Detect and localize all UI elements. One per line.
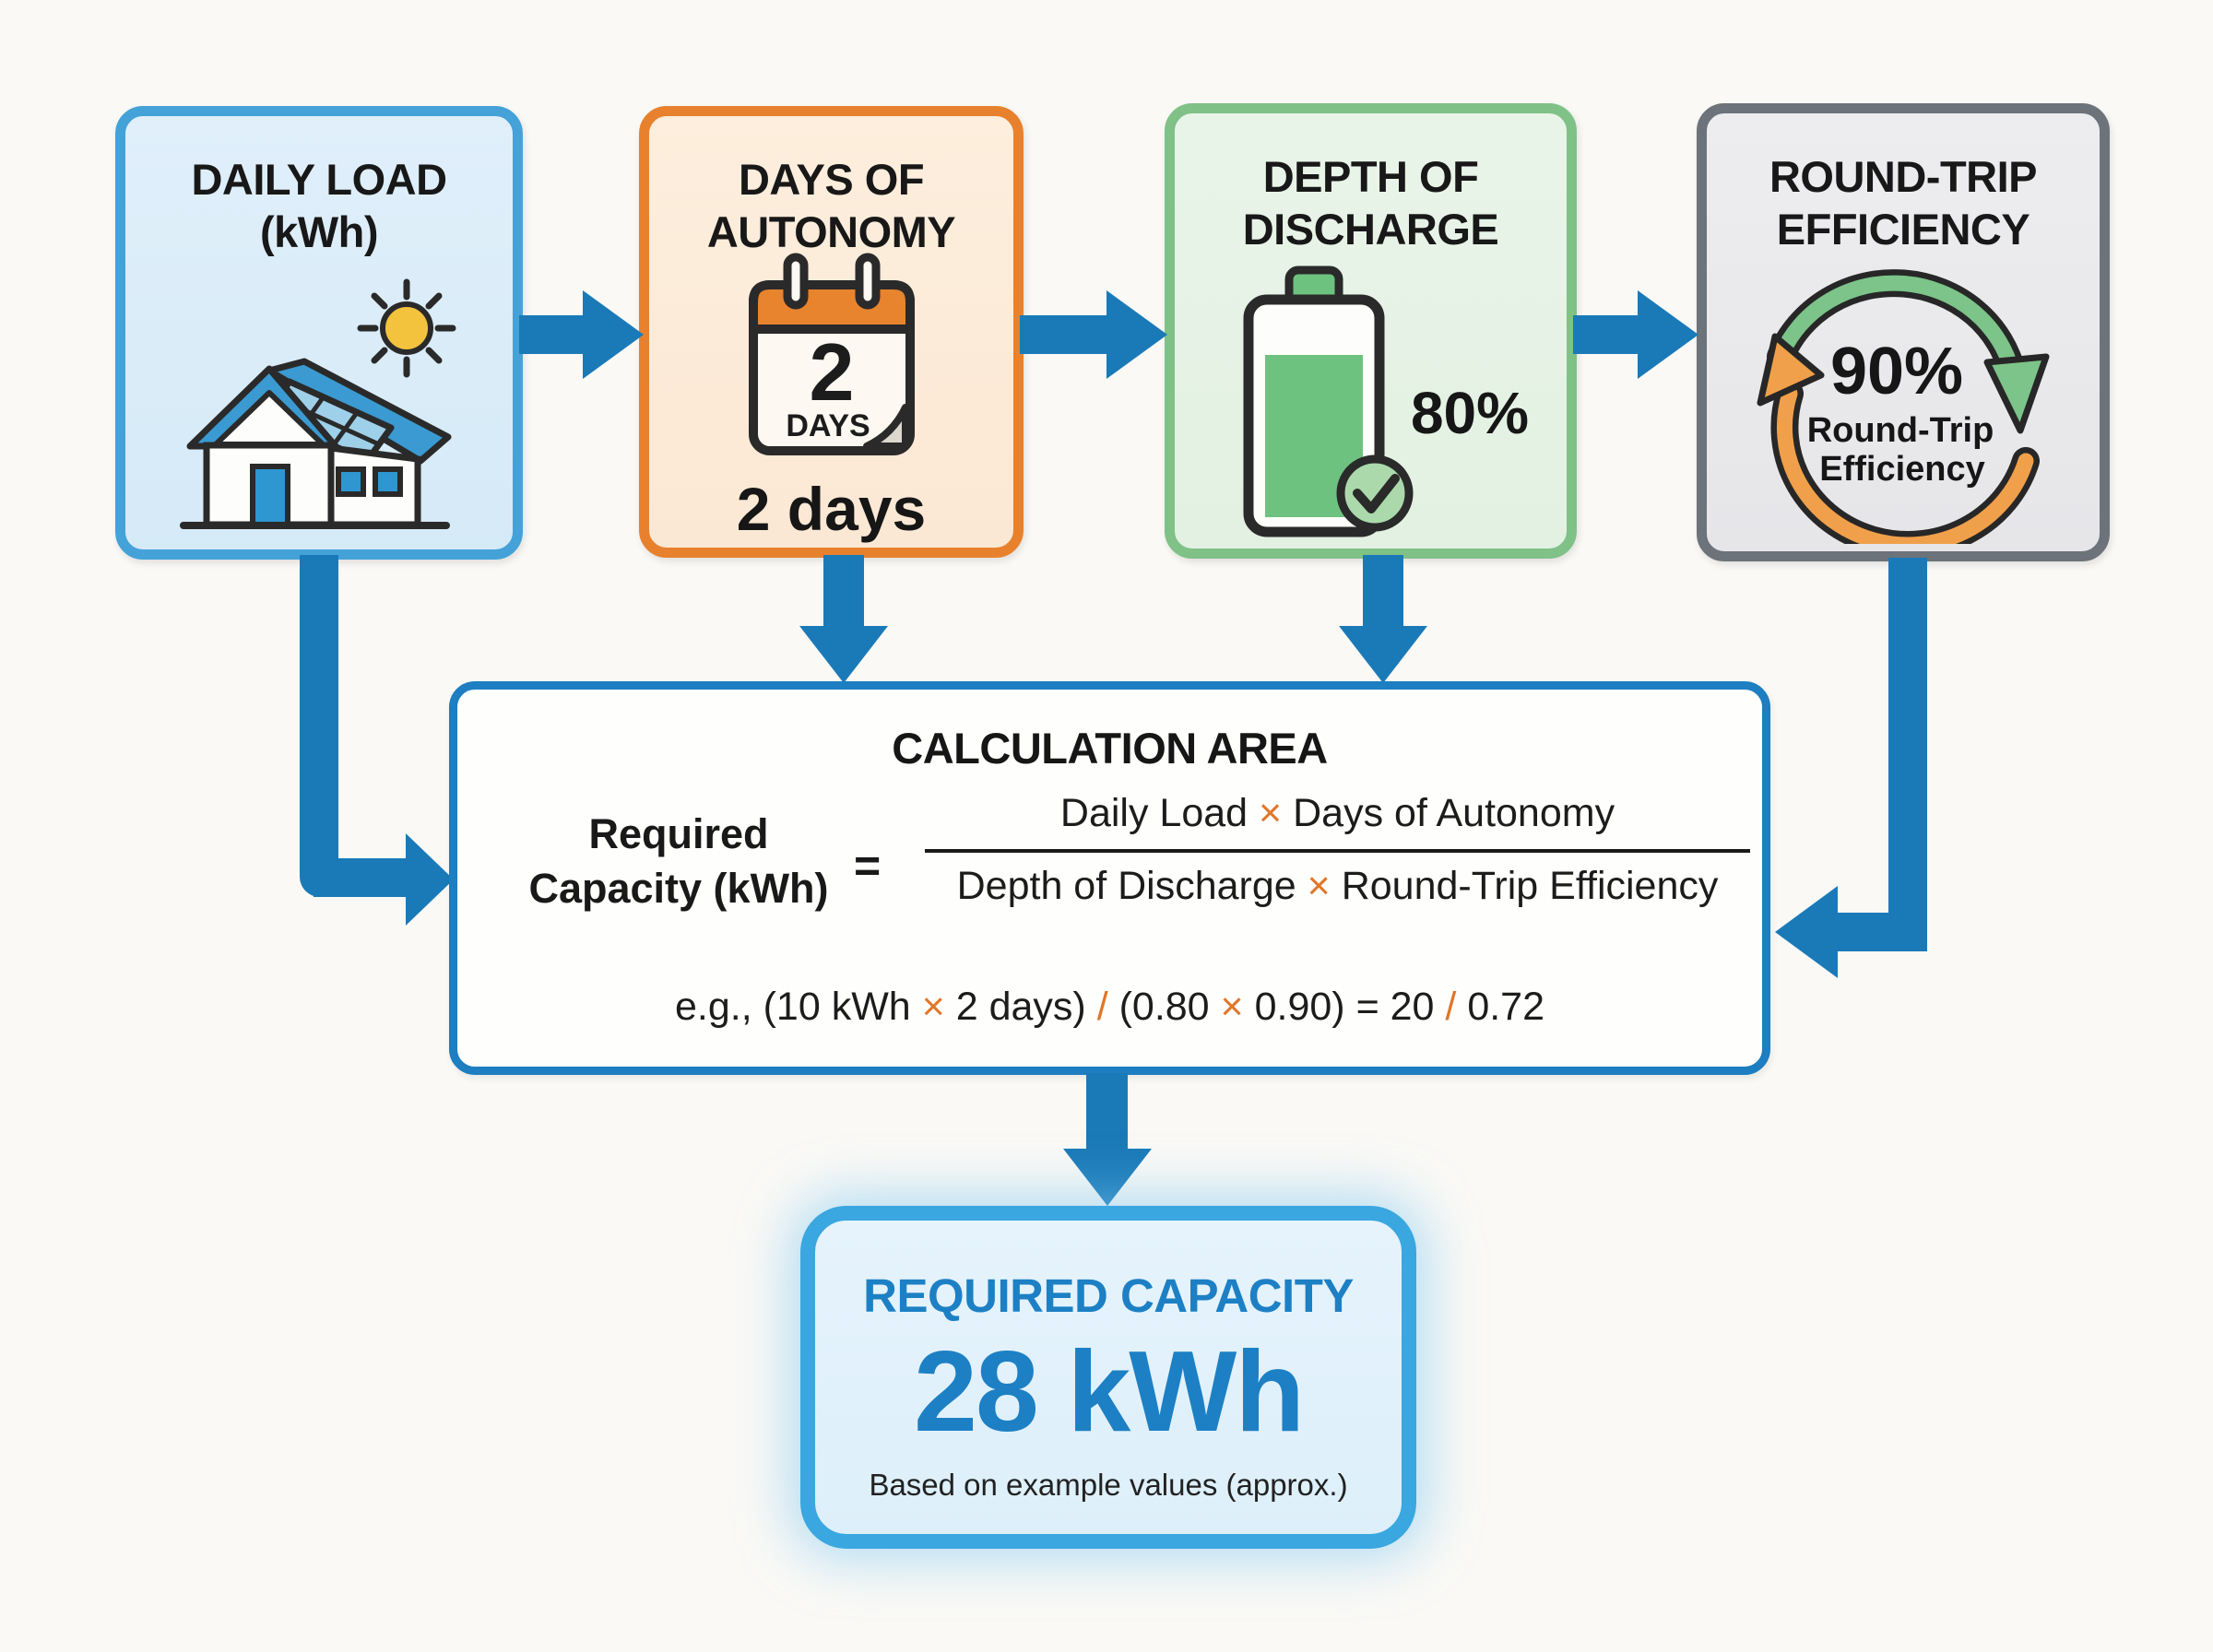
calculation-title: CALCULATION AREA [892,724,1328,773]
discharge-value: 80% [1410,380,1530,446]
example-part2: 2 days) [944,985,1097,1029]
efficiency-caption-line1: Round-Trip [1807,411,1994,450]
formula-denominator: Depth of Discharge × Round-Trip Efficien… [916,864,1759,909]
check-icon [1353,474,1400,513]
example-calculation: e.g., (10 kWh × 2 days) / (0.80 × 0.90) … [457,985,1762,1030]
efficiency-title: ROUND-TRIP EFFICIENCY [1707,150,2100,256]
denominator-round-trip-efficiency: Round-Trip Efficiency [1330,864,1719,908]
required-capacity-label-line1: Required [588,810,769,857]
calendar-number: 2 [810,326,855,418]
house-window-right [373,466,403,497]
daily-load-title-line2: (kWh) [259,207,379,257]
example-times1: × [921,985,945,1029]
example-part1: e.g., (10 kWh [674,985,922,1029]
equals-sign: = [854,840,882,891]
calendar-icon: 2 DAYS [749,253,915,455]
numerator-daily-load: Daily Load [1059,791,1260,835]
discharge-title-line2: DISCHARGE [1242,205,1499,254]
round-trip-arrows-icon: 90% Round-Trip Efficiency [1757,269,2050,544]
house-window-left [336,466,366,497]
example-part3: (0.80 [1107,985,1221,1029]
fraction-bar [925,849,1750,853]
discharge-title-line1: DEPTH OF [1262,152,1479,201]
orange-arrowhead [1757,333,1825,407]
green-arrowhead [1983,353,2050,434]
autonomy-title-line2: AUTONOMY [706,207,956,257]
calendar-page-curl [863,404,909,450]
efficiency-caption-line2: Efficiency [1819,450,1985,489]
result-value: 28 kWh [913,1328,1305,1456]
efficiency-title-line2: EFFICIENCY [1776,205,2030,254]
capacity-formula-fraction: Daily Load × Days of Autonomy Depth of D… [916,791,1759,909]
days-of-autonomy-box: DAYS OF AUTONOMY 2 DAYS 2 days [639,106,1024,558]
sun-icon [357,278,456,378]
formula-numerator: Daily Load × Days of Autonomy [916,791,1759,836]
calendar-caption: DAYS [786,408,870,443]
required-capacity-label-line2: Capacity (kWh) [528,864,829,912]
battery-icon [1243,266,1414,537]
example-part4: 0.90) = 20 [1243,985,1446,1029]
numerator-times-sign: × [1259,791,1283,835]
example-times2: × [1220,985,1244,1029]
required-capacity-label: Required Capacity (kWh) [513,808,845,915]
denominator-depth-of-discharge: Depth of Discharge [956,864,1308,908]
numerator-days-of-autonomy: Days of Autonomy [1282,791,1615,835]
battery-check-circle [1336,454,1414,532]
calculation-area: CALCULATION AREA Required Capacity (kWh)… [449,681,1770,1075]
example-slash1: / [1096,985,1108,1029]
example-slash2: / [1445,985,1457,1029]
depth-of-discharge-box: DEPTH OF DISCHARGE 80% [1165,103,1577,559]
denominator-times-sign: × [1307,864,1331,908]
required-capacity-result-box: REQUIRED CAPACITY 28 kWh Based on exampl… [800,1206,1416,1549]
house-solar-sun-icon [180,278,456,529]
result-title: REQUIRED CAPACITY [863,1269,1354,1322]
daily-load-title: DAILY LOAD (kWh) [125,153,513,259]
autonomy-value: 2 days [736,475,927,543]
autonomy-title: DAYS OF AUTONOMY [649,153,1013,259]
house-door [250,464,290,527]
efficiency-value: 90% [1830,335,1963,408]
round-trip-efficiency-box: ROUND-TRIP EFFICIENCY 90% Round-Trip Eff… [1697,103,2110,561]
daily-load-box: DAILY LOAD (kWh) [115,106,523,560]
example-part5: 0.72 [1456,985,1545,1029]
discharge-title: DEPTH OF DISCHARGE [1175,150,1567,256]
autonomy-title-line1: DAYS OF [738,155,925,204]
daily-load-title-line1: DAILY LOAD [191,155,447,204]
efficiency-title-line1: ROUND-TRIP [1769,152,2038,201]
result-note: Based on example values (approx.) [869,1467,1348,1502]
